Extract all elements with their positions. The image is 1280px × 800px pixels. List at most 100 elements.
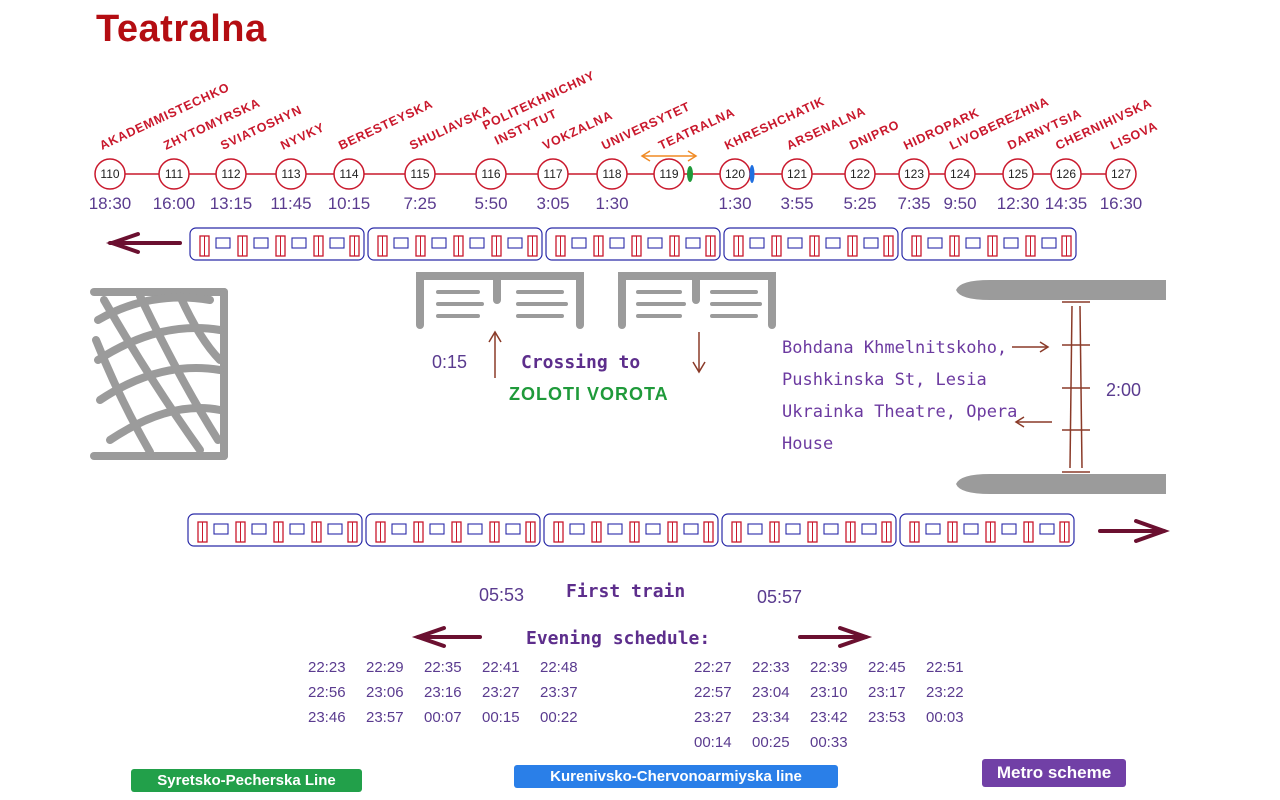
schedule-time: 22:41	[482, 659, 520, 676]
schedule-time: 22:33	[752, 659, 790, 676]
schedule-time: 22:35	[424, 659, 462, 676]
metro-scheme-button[interactable]: Metro scheme	[982, 759, 1126, 787]
station-code-118: 118	[602, 167, 621, 181]
first-train-label: First train	[566, 581, 686, 602]
station-code-121: 121	[787, 167, 807, 181]
station-code-112: 112	[221, 167, 240, 181]
train-car	[899, 513, 1075, 547]
station-circle-112[interactable]	[215, 158, 247, 190]
schedule-time: 23:53	[868, 709, 906, 726]
schedule-time: 22:57	[694, 684, 732, 701]
station-code-125: 125	[1008, 167, 1028, 181]
station-time-126: 14:35	[1045, 194, 1088, 213]
syretsko-line-button[interactable]: Syretsko-Pecherska Line	[131, 769, 362, 792]
train-car	[543, 513, 719, 547]
schedule-time: 00:25	[752, 734, 790, 751]
station-circle-119[interactable]	[653, 158, 685, 190]
schedule-time: 00:14	[694, 734, 732, 751]
station-circle-123[interactable]	[898, 158, 930, 190]
schedule-time: 23:46	[308, 709, 346, 726]
green-line-marker-icon	[687, 166, 693, 182]
schedule-time: 23:34	[752, 709, 790, 726]
station-code-110: 110	[100, 167, 119, 181]
first-train-left-time: 05:53	[479, 585, 525, 605]
schedule-time: 23:04	[752, 684, 790, 701]
station-time-111: 16:00	[153, 194, 196, 213]
station-time-125: 12:30	[997, 194, 1040, 213]
train-top	[189, 227, 1077, 261]
station-code-126: 126	[1056, 167, 1076, 181]
train-car	[545, 227, 721, 261]
page-title: Teatralna	[96, 8, 267, 50]
direction-left-arrow-icon	[105, 232, 182, 254]
station-circle-125[interactable]	[1002, 158, 1034, 190]
crossing-time: 0:15	[432, 352, 468, 372]
kurenivsko-line-button[interactable]: Kurenivsko-Chervonoarmiyska line	[514, 765, 838, 788]
station-circle-111[interactable]	[158, 158, 190, 190]
schedule-time: 22:23	[308, 659, 346, 676]
crossing-destination[interactable]: ZOLOTI VOROTA	[509, 384, 669, 404]
station-time-114: 10:15	[328, 194, 371, 213]
station-name-122[interactable]: DNIPRO	[847, 117, 901, 152]
schedule-time: 23:16	[424, 684, 462, 701]
station-code-114: 114	[339, 167, 358, 181]
schedule-time: 00:15	[482, 709, 520, 726]
train-car	[723, 227, 899, 261]
station-code-117: 117	[543, 167, 562, 181]
station-code-113: 113	[281, 167, 300, 181]
evening-right-arrow-icon	[798, 626, 873, 648]
station-circle-113[interactable]	[275, 158, 307, 190]
schedule-time: 23:22	[926, 684, 964, 701]
station-code-115: 115	[410, 167, 429, 181]
station-name-113[interactable]: NYVKY	[278, 120, 327, 153]
schedule-time: 22:29	[366, 659, 404, 676]
passage-structure-left-icon	[416, 272, 584, 329]
passage-structure-right-icon	[618, 272, 776, 329]
schedule-time: 22:27	[694, 659, 732, 676]
schedule-time: 23:57	[366, 709, 404, 726]
exit-arrow-right-icon	[1012, 341, 1050, 353]
station-time-117: 3:05	[536, 194, 569, 213]
train-car	[367, 227, 543, 261]
train-car	[187, 513, 363, 547]
station-time-110: 18:30	[89, 194, 132, 213]
schedule-time: 00:33	[810, 734, 848, 751]
station-time-113: 11:45	[270, 194, 311, 213]
train-car	[901, 227, 1077, 261]
schedule-time: 23:17	[868, 684, 906, 701]
station-time-127: 16:30	[1100, 194, 1143, 213]
schedule-time: 22:51	[926, 659, 964, 676]
station-circle-127[interactable]	[1105, 158, 1137, 190]
station-circle-124[interactable]	[944, 158, 976, 190]
station-time-118: 1:30	[595, 194, 628, 213]
station-circle-115[interactable]	[404, 158, 436, 190]
station-code-123: 123	[904, 167, 924, 181]
up-arrow-icon	[488, 330, 502, 378]
schedule-time: 23:06	[366, 684, 404, 701]
schedule-time: 00:22	[540, 709, 578, 726]
down-arrow-icon	[692, 332, 706, 374]
station-code-120: 120	[725, 167, 745, 181]
schedule-time: 22:48	[540, 659, 578, 676]
schedule-time: 23:27	[694, 709, 732, 726]
schedule-time: 22:45	[868, 659, 906, 676]
station-circle-122[interactable]	[844, 158, 876, 190]
station-time-123: 7:35	[897, 194, 930, 213]
station-circle-116[interactable]	[475, 158, 507, 190]
station-name-120[interactable]: KHRESHCHATIK	[722, 94, 826, 153]
station-circle-114[interactable]	[333, 158, 365, 190]
escalator-mesh-icon	[90, 288, 228, 460]
station-circle-117[interactable]	[537, 158, 569, 190]
station-code-122: 122	[850, 167, 870, 181]
blue-line-marker-icon	[749, 165, 755, 183]
station-code-111: 111	[165, 167, 184, 181]
evening-schedule-label: Evening schedule:	[526, 628, 711, 649]
station-circle-110[interactable]	[94, 158, 126, 190]
station-circle-126[interactable]	[1050, 158, 1082, 190]
schedule-time: 23:42	[810, 709, 848, 726]
station-circle-118[interactable]	[596, 158, 628, 190]
schedule-time: 00:03	[926, 709, 964, 726]
exit-description: Bohdana Khmelnitskoho, Pushkinska St, Le…	[782, 338, 1018, 454]
station-circle-121[interactable]	[781, 158, 813, 190]
